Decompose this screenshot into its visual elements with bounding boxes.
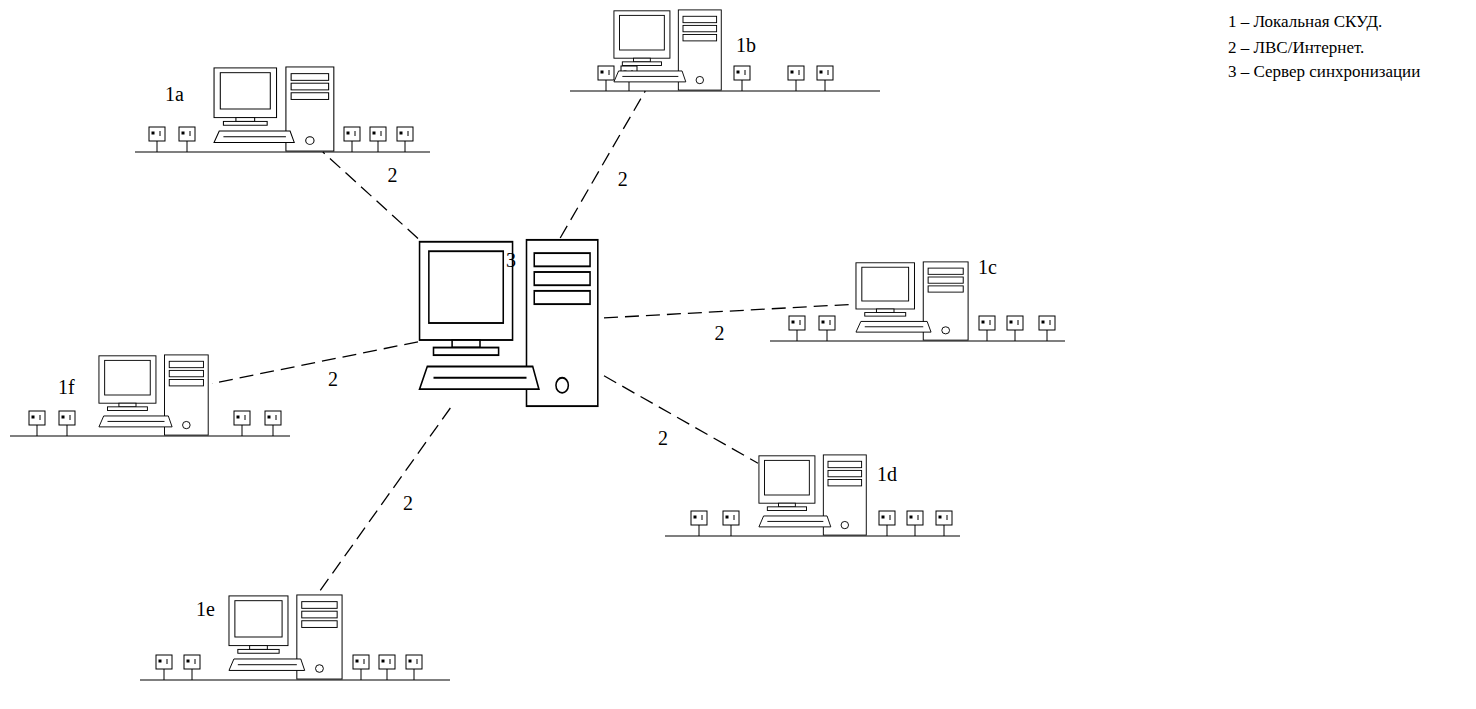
callout-number: 1c xyxy=(978,256,997,278)
network-link xyxy=(604,304,855,318)
callout-number: 1d xyxy=(877,463,897,485)
link-label: 2 xyxy=(656,427,670,449)
callout-number: 3 xyxy=(506,249,516,271)
network-link xyxy=(560,91,645,238)
link-label: 2 xyxy=(713,322,727,344)
callout-number: 1a xyxy=(165,83,184,105)
legend-text: 1 – Локальная СКУД. xyxy=(1228,12,1382,32)
station-node: 1c xyxy=(855,261,972,341)
station-node: 1e xyxy=(228,594,346,680)
callout-number: 1f xyxy=(58,376,75,398)
network-link xyxy=(212,342,418,384)
station-node: 3 xyxy=(418,238,604,408)
legend-text: 3 – Сервер синхронизации xyxy=(1228,62,1420,82)
station-node: 1b xyxy=(613,9,725,91)
callout-number: 1b xyxy=(736,34,756,56)
legend-text: 2 – ЛВС/Интернет. xyxy=(1228,38,1364,58)
link-label: 2 xyxy=(401,492,415,514)
network-link xyxy=(604,376,758,463)
callout-number: 1e xyxy=(196,598,215,620)
network-link xyxy=(323,152,418,238)
link-label: 2 xyxy=(385,164,399,186)
station-node: 1a xyxy=(213,66,338,152)
link-label: 2 xyxy=(616,168,630,190)
link-label: 2 xyxy=(326,368,340,390)
network-link xyxy=(318,408,451,594)
station-node: 1d xyxy=(758,454,870,536)
station-node: 1f xyxy=(98,354,212,436)
